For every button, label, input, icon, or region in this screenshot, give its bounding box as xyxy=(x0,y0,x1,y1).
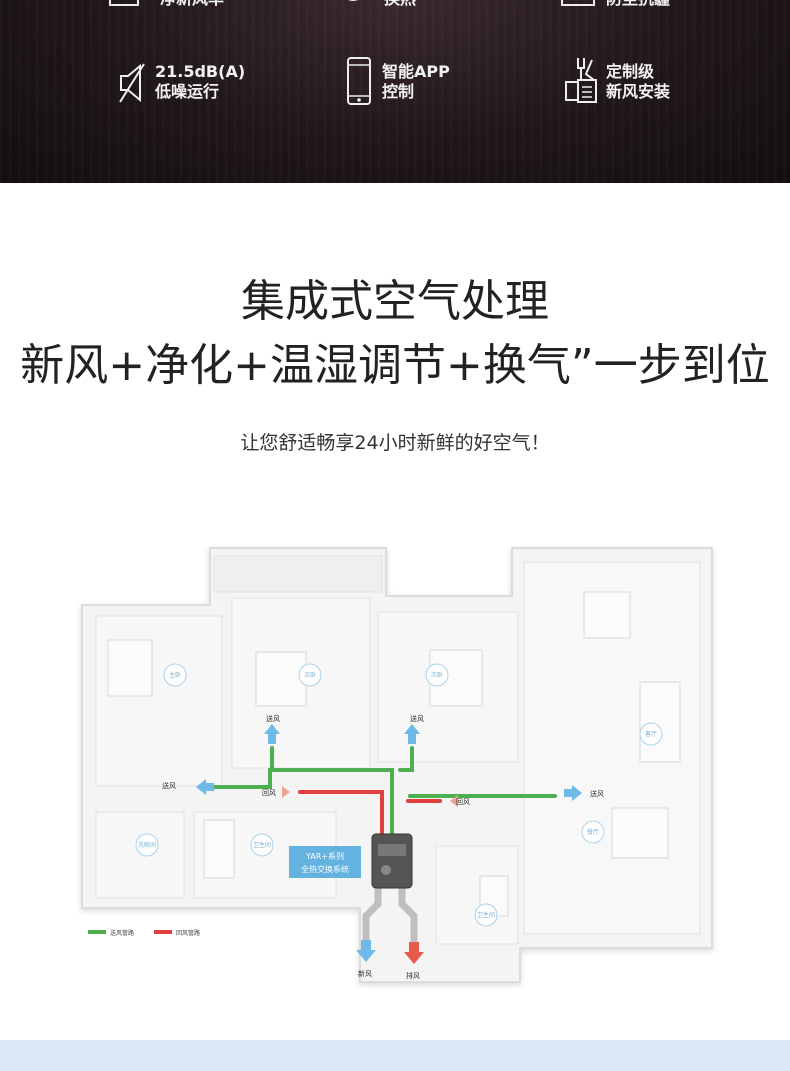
feature-line2: 新风安装 xyxy=(606,82,671,101)
room-label: 餐厅 xyxy=(587,828,599,836)
floor-plan-diagram: 主卧 次卧 次卧 客厅 餐厅 洗晾间 卫生间 卫生间 YAR+系列 全热交换系统 xyxy=(0,540,790,1000)
headline-line1: 集成式空气处理 xyxy=(241,276,549,327)
speaker-muted-icon xyxy=(119,63,145,103)
room-badges: 主卧 次卧 次卧 客厅 餐厅 洗晾间 卫生间 卫生间 xyxy=(135,663,663,927)
room-label: 卫生间 xyxy=(253,841,271,849)
headline-line2: 新风+净化+温湿调节+换气”一步到位 xyxy=(20,340,770,391)
return-ducts xyxy=(298,790,442,840)
next-section-band xyxy=(0,1040,790,1071)
svg-text:全热交换系统: 全热交换系统 xyxy=(301,864,349,874)
legend: 送风管路 回风管路 xyxy=(88,929,200,937)
smartphone-icon xyxy=(347,57,371,105)
heat-exchange-icon xyxy=(348,0,358,1)
air-purify-icon xyxy=(109,0,139,6)
flow-arrows xyxy=(196,724,582,964)
hrv-unit xyxy=(371,833,413,889)
room-laundry xyxy=(95,811,185,899)
svg-text:YAR+系列: YAR+系列 xyxy=(305,851,344,861)
feature-line1: 21.5dB(A) xyxy=(155,62,246,81)
room-label: 洗晾间 xyxy=(138,841,156,849)
svg-text:回风: 回风 xyxy=(456,798,470,806)
balcony xyxy=(213,555,383,593)
supply-arrow-icon xyxy=(264,724,280,744)
svg-text:排风: 排风 xyxy=(406,971,420,980)
svg-text:回风: 回风 xyxy=(262,789,276,797)
room-label: 客厅 xyxy=(645,730,657,738)
room-label: 卫生间 xyxy=(477,911,495,919)
svg-text:送风: 送风 xyxy=(266,714,280,723)
room-label: 次卧 xyxy=(304,671,316,679)
antibacterial-icon xyxy=(561,0,595,6)
hero-banner: 净新风率 换热 防尘抗霾 21.5dB(A) 低噪运行 智能APP 控制 xyxy=(0,0,790,183)
feature-line1: 智能APP xyxy=(382,62,450,81)
svg-text:新风: 新风 xyxy=(358,969,372,978)
room-label: 次卧 xyxy=(431,671,443,679)
feature-line2: 低噪运行 xyxy=(155,82,220,101)
floor-plan-svg: 主卧 次卧 次卧 客厅 餐厅 洗晾间 卫生间 卫生间 YAR+系列 全热交换系统 xyxy=(81,547,713,983)
svg-text:送风: 送风 xyxy=(590,789,604,798)
feature-label: 净新风率 xyxy=(160,0,224,9)
return-arrow-icon xyxy=(282,786,290,798)
supply-ducts xyxy=(210,746,557,840)
feature-label: 防尘抗霾 xyxy=(606,0,670,9)
tools-icon xyxy=(565,58,597,103)
svg-text:送风: 送风 xyxy=(410,714,424,723)
feature-line1: 定制级 xyxy=(606,62,655,81)
supply-arrow-icon xyxy=(404,724,420,744)
fresh-air-arrow-icon xyxy=(356,940,376,962)
furniture xyxy=(107,591,681,917)
unit-label: YAR+系列 全热交换系统 xyxy=(289,846,361,878)
supply-arrow-icon xyxy=(196,779,214,795)
flow-labels: 送风 送风 送风 送风 回风 回风 新风 排风 xyxy=(162,714,604,980)
supply-arrow-icon xyxy=(564,785,582,801)
feature-line2: 控制 xyxy=(382,82,415,101)
legend-return: 回风管路 xyxy=(176,929,200,937)
return-arrow-icon xyxy=(450,795,458,807)
fresh-air-pipe xyxy=(362,888,382,944)
feature-label: 换热 xyxy=(384,0,416,9)
room-label: 主卧 xyxy=(169,671,181,679)
subtitle: 让您舒适畅享24小时新鲜的好空气！ xyxy=(240,432,550,454)
legend-supply: 送风管路 xyxy=(110,929,134,937)
exhaust-pipe xyxy=(398,888,418,944)
exhaust-arrow-icon xyxy=(404,942,424,964)
svg-text:送风: 送风 xyxy=(162,781,176,790)
